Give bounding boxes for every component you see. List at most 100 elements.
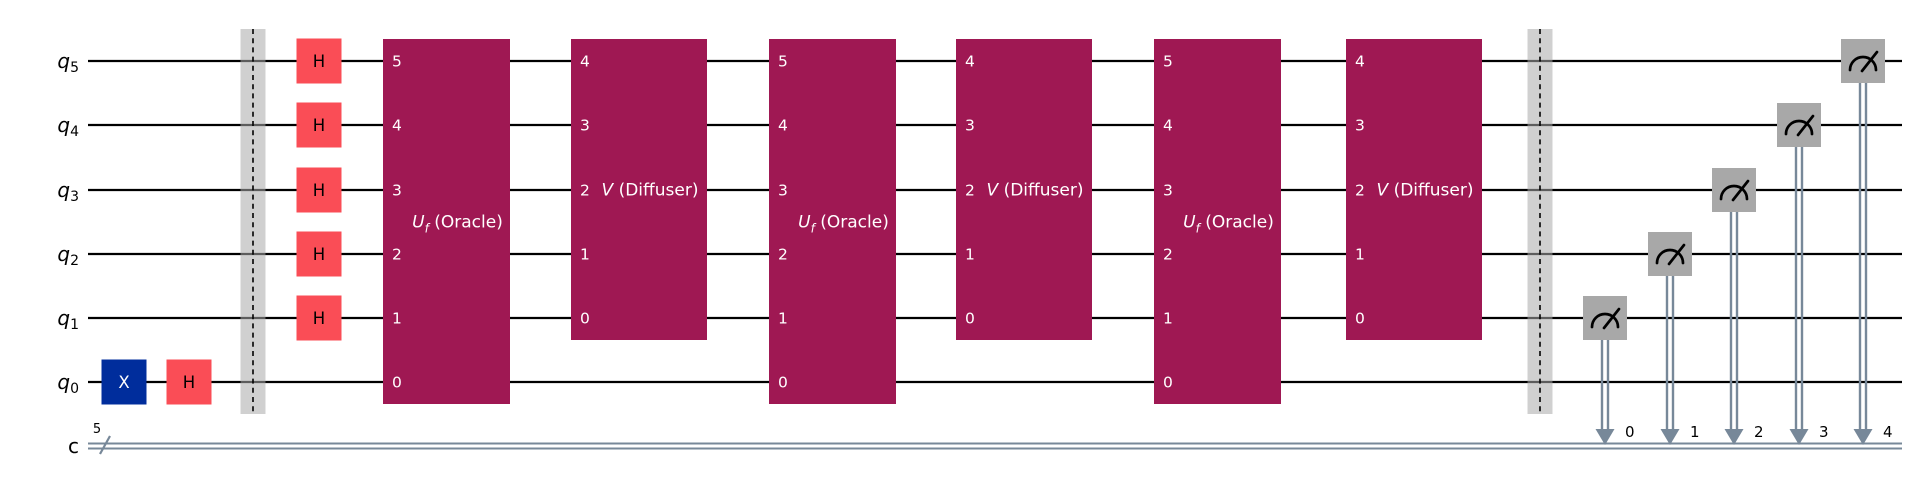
barrier-band-1 bbox=[240, 29, 266, 414]
diffuser-box-2-wire-number: 0 bbox=[965, 310, 975, 328]
clbit-label-4: 4 bbox=[1883, 423, 1893, 441]
h-gate-q4-label: H bbox=[313, 116, 325, 135]
qubit-label-q0: q0 bbox=[57, 370, 79, 397]
diffuser-box-1-wire-number: 4 bbox=[580, 53, 590, 71]
measure-box-q5 bbox=[1841, 39, 1885, 83]
oracle-box-3-wire-number: 2 bbox=[1163, 246, 1173, 264]
oracle-box-3-wire-number: 4 bbox=[1163, 117, 1173, 135]
register-size-slash bbox=[99, 435, 111, 455]
clbit-label-1: 1 bbox=[1690, 423, 1700, 441]
measure-arrow-head bbox=[1660, 429, 1680, 445]
qubit-label-q1: q1 bbox=[57, 306, 79, 333]
oracle-box-3-wire-number: 0 bbox=[1163, 374, 1173, 392]
oracle-box-1-wire-number: 0 bbox=[392, 374, 402, 392]
h-gate-q1-label: H bbox=[313, 309, 325, 328]
oracle-box-1 bbox=[383, 39, 510, 404]
diffuser-box-2-label-rest: (Diffuser) bbox=[998, 181, 1083, 201]
diffuser-box-3-wire-number: 1 bbox=[1355, 246, 1365, 264]
oracle-box-2-label-rest: (Oracle) bbox=[815, 213, 889, 233]
diffuser-box-1-wire-number: 0 bbox=[580, 310, 590, 328]
diffuser-box-1-label: V (Diffuser) bbox=[602, 181, 699, 201]
oracle-box-2-wire-number: 2 bbox=[778, 246, 788, 264]
oracle-box-2-label-main: U bbox=[798, 213, 811, 233]
diffuser-box-2-wire-number: 1 bbox=[965, 246, 975, 264]
meter-icon bbox=[1655, 248, 1685, 265]
diffuser-box-3-wire-number: 0 bbox=[1355, 310, 1365, 328]
oracle-box-1-wire-number: 5 bbox=[392, 53, 402, 71]
qubit-label-subscript: 2 bbox=[70, 253, 79, 269]
oracle-box-1-wire-number: 1 bbox=[392, 310, 402, 328]
oracle-box-3-wire-number: 3 bbox=[1163, 182, 1173, 200]
qubit-label-letter: q bbox=[57, 178, 70, 202]
oracle-box-3-label: Uf (Oracle) bbox=[1183, 213, 1274, 236]
clbit-label-3: 3 bbox=[1819, 423, 1829, 441]
x-gate-q0-label: X bbox=[118, 373, 129, 392]
oracle-box-1-label: Uf (Oracle) bbox=[412, 213, 503, 236]
oracle-box-2-label-sub: f bbox=[811, 222, 817, 236]
meter-icon bbox=[1719, 184, 1749, 201]
diffuser-box-3-label-main: V bbox=[1377, 181, 1390, 201]
qubit-label-letter: q bbox=[57, 113, 70, 137]
measure-box-q4 bbox=[1777, 103, 1821, 147]
meter-needle-icon bbox=[1667, 243, 1686, 266]
meter-needle-icon bbox=[1602, 307, 1621, 330]
h-gate-q3 bbox=[296, 167, 342, 213]
oracle-box-3-wire-number: 1 bbox=[1163, 310, 1173, 328]
diffuser-box-2-wire-number: 3 bbox=[965, 117, 975, 135]
measure-arrow-head bbox=[1789, 429, 1809, 445]
clbit-label-2: 2 bbox=[1754, 423, 1764, 441]
measure-box-q2 bbox=[1648, 232, 1692, 276]
diffuser-box-2-label-main: V bbox=[987, 181, 1000, 201]
qubit-label-letter: q bbox=[57, 370, 70, 394]
measure-arrow-head bbox=[1595, 429, 1615, 445]
h-gate-q1 bbox=[296, 295, 342, 341]
oracle-box-2-wire-number: 3 bbox=[778, 182, 788, 200]
h-gate-q4 bbox=[296, 102, 342, 148]
oracle-box-1-wire-number: 2 bbox=[392, 246, 402, 264]
oracle-box-1-label-sub: f bbox=[425, 222, 431, 236]
diffuser-box-3-wire-number: 2 bbox=[1355, 182, 1365, 200]
measure-arrow-head bbox=[1853, 429, 1873, 445]
qubit-label-subscript: 5 bbox=[70, 60, 79, 76]
oracle-box-3-wire-number: 5 bbox=[1163, 53, 1173, 71]
oracle-box-1-label-main: U bbox=[412, 213, 425, 233]
clbit-label-0: 0 bbox=[1625, 423, 1635, 441]
qubit-label-subscript: 3 bbox=[70, 189, 79, 205]
h-gate-q3-label: H bbox=[313, 181, 325, 200]
qubit-label-subscript: 1 bbox=[70, 317, 79, 333]
x-gate-q0 bbox=[101, 359, 147, 405]
diffuser-box-3-wire-number: 4 bbox=[1355, 53, 1365, 71]
diffuser-box-2 bbox=[956, 39, 1092, 340]
oracle-box-1-label-rest: (Oracle) bbox=[429, 213, 503, 233]
h-gate-q2 bbox=[296, 231, 342, 277]
qubit-label-q5: q5 bbox=[57, 49, 79, 76]
qubit-label-subscript: 0 bbox=[70, 381, 79, 397]
measure-box-q3 bbox=[1712, 168, 1756, 212]
diffuser-box-3 bbox=[1346, 39, 1482, 340]
meter-icon bbox=[1590, 312, 1620, 329]
oracle-box-3-label-sub: f bbox=[1196, 222, 1202, 236]
diffuser-box-2-wire-number: 2 bbox=[965, 182, 975, 200]
diffuser-box-3-label-rest: (Diffuser) bbox=[1388, 181, 1473, 201]
oracle-box-2 bbox=[769, 39, 896, 404]
diffuser-box-1-label-rest: (Diffuser) bbox=[613, 181, 698, 201]
diffuser-box-1-label-main: V bbox=[602, 181, 615, 201]
oracle-box-2-wire-number: 5 bbox=[778, 53, 788, 71]
oracle-box-3-label-main: U bbox=[1183, 213, 1196, 233]
diffuser-box-3-label: V (Diffuser) bbox=[1377, 181, 1474, 201]
qubit-label-q2: q2 bbox=[57, 242, 79, 269]
oracle-box-2-wire-number: 4 bbox=[778, 117, 788, 135]
oracle-box-1-wire-number: 3 bbox=[392, 182, 402, 200]
oracle-box-2-wire-number: 0 bbox=[778, 374, 788, 392]
oracle-box-2-wire-number: 1 bbox=[778, 310, 788, 328]
h-gate-q0-label: H bbox=[183, 373, 195, 392]
meter-needle-icon bbox=[1796, 114, 1815, 137]
diffuser-box-1-wire-number: 2 bbox=[580, 182, 590, 200]
classical-register-size: 5 bbox=[93, 422, 101, 437]
meter-needle-icon bbox=[1860, 50, 1879, 73]
h-gate-q2-label: H bbox=[313, 245, 325, 264]
qubit-label-letter: q bbox=[57, 306, 70, 330]
meter-needle-icon bbox=[1731, 179, 1750, 202]
measure-box-q1 bbox=[1583, 296, 1627, 340]
